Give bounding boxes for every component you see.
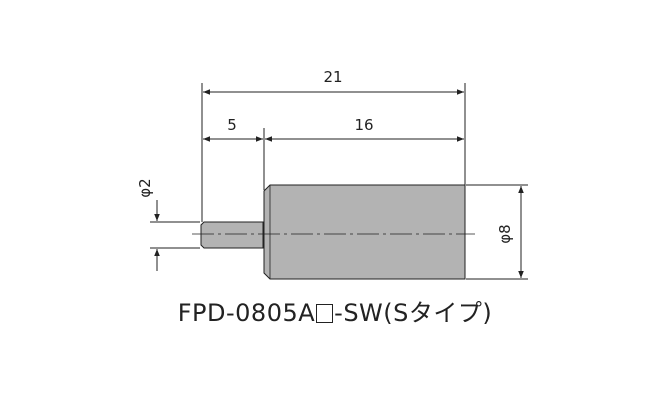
model-suffix: -SW xyxy=(334,299,384,327)
placeholder-box-icon xyxy=(316,304,334,323)
dim-body-diameter: φ8 xyxy=(496,224,514,243)
dim-overall-length: 21 xyxy=(323,68,342,86)
dim-shaft-length: 5 xyxy=(227,116,237,134)
dim-body-length: 16 xyxy=(354,116,373,134)
model-prefix: FPD-0805A xyxy=(177,299,316,327)
dim-shaft-diameter: φ2 xyxy=(136,178,154,197)
model-type-note: (Sタイプ) xyxy=(383,299,493,327)
shaft-pin xyxy=(200,221,264,249)
cylinder-body xyxy=(263,184,466,280)
model-label: FPD-0805A -SW(Sタイプ) xyxy=(0,293,670,328)
